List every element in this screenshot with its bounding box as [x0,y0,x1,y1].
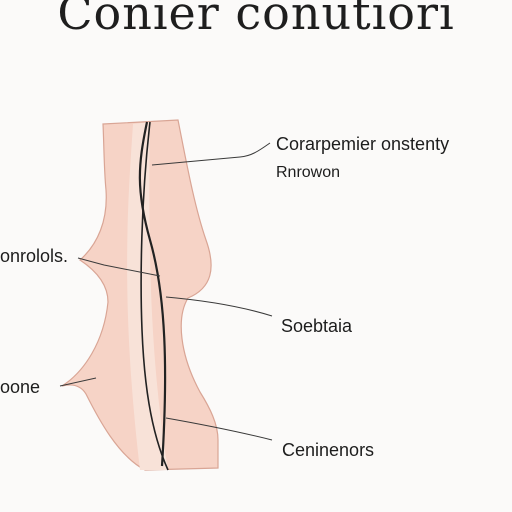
tissue-inner-band [127,122,168,470]
diagram-title: Conier conutiori [57,0,455,40]
label-left-upper: onrolols. [0,246,69,266]
vein-line-right [140,121,169,471]
leader-line-top-right [151,142,271,166]
leader-line-bottom-right [165,417,273,441]
vein-line-left [138,121,167,467]
label-top-right-sub: Rnrowon [276,164,341,181]
label-top-right: Corarpemier onstenty [276,134,450,154]
label-left-lower: oone [0,377,41,397]
label-bottom-right: Ceninenors [282,440,375,460]
leader-line-left-lower [59,377,97,387]
label-middle-right: Soebtaia [281,316,353,336]
leader-line-left-upper [77,257,161,277]
leader-line-middle-right [165,296,273,317]
